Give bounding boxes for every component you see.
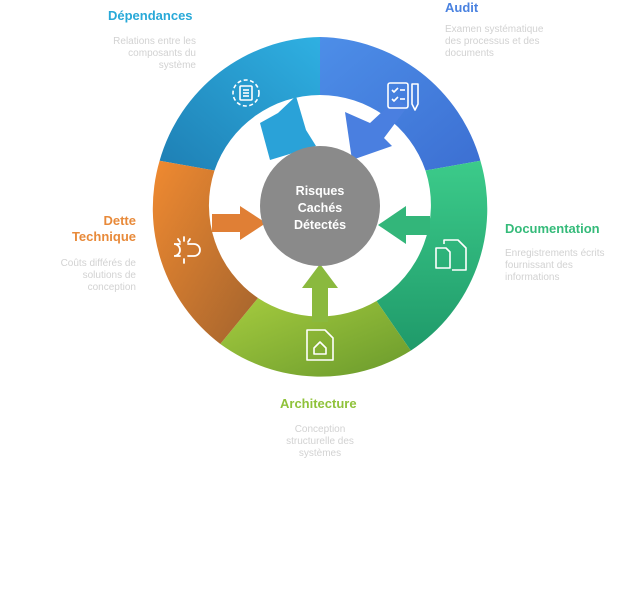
clipboard-pen-icon — [387, 82, 419, 111]
label-audit-desc: Examen systématique des processus et des… — [445, 24, 544, 59]
gear-document-icon — [232, 79, 260, 107]
label-dette-desc: Coûts différés de solutions de conceptio… — [60, 258, 136, 293]
arrow-documentation — [378, 206, 430, 244]
label-documentation-desc: Enregistrements écrits fournissant des i… — [505, 248, 605, 283]
label-architecture-desc: Conception structurelle des systèmes — [286, 424, 354, 459]
arrow-architecture — [302, 264, 338, 322]
arrow-dette — [212, 206, 266, 240]
label-dette-title-line-1: Dette — [103, 213, 136, 228]
label-dependances-desc: Relations entre les composants du systèm… — [113, 36, 196, 71]
arrow-audit — [345, 99, 408, 160]
segment-architecture — [220, 298, 411, 377]
segment-documentation — [376, 160, 488, 351]
center-circle — [260, 146, 380, 266]
label-architecture-title: Architecture — [280, 396, 357, 411]
center-line-2: Cachés — [298, 201, 343, 215]
label-dette-title: Dette Technique — [60, 213, 136, 245]
center-line-1: Risques — [296, 184, 345, 198]
label-documentation-title: Documentation — [505, 221, 600, 236]
label-audit-title: Audit — [445, 0, 479, 15]
label-dette-title-line-2: Technique — [71, 229, 136, 244]
copy-document-icon — [435, 239, 467, 271]
house-document-icon — [306, 329, 334, 361]
center-line-3: Détectés — [294, 218, 346, 232]
broken-link-icon — [173, 236, 201, 264]
label-dependances-title: Dépendances — [108, 8, 193, 23]
arrow-dependances — [260, 96, 316, 160]
segment-dette-technique — [152, 160, 258, 344]
